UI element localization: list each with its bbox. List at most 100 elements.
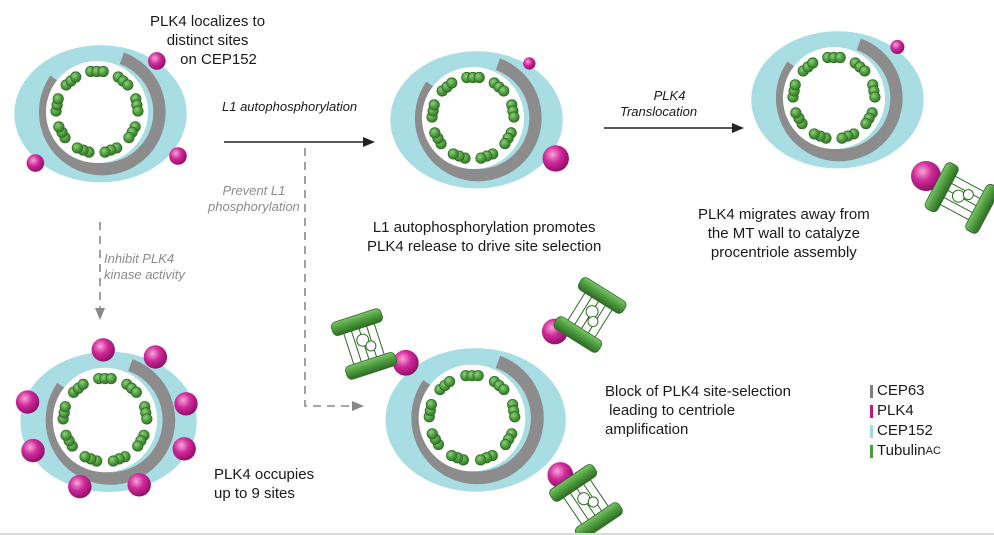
label-plk4-translocation: PLK4 Translocation (620, 88, 697, 120)
procentriole-spoke (563, 497, 583, 525)
tubulin-bead (498, 85, 510, 97)
centriole-top-right (751, 31, 994, 234)
caption-line: procentriole assembly (710, 244, 857, 261)
tubulin-bead (790, 107, 802, 119)
procentriole (549, 464, 623, 535)
tubulin-bead (425, 398, 437, 411)
tubulin-bead (132, 440, 144, 452)
tubulin-bead (509, 411, 521, 423)
legend-item-cep152: CEP152 (870, 421, 941, 441)
cartwheel-hub (951, 189, 965, 203)
label-line: Translocation (620, 104, 698, 119)
bottom-rule (0, 533, 994, 535)
label-line: kinase activity (104, 267, 185, 282)
tubulin-bead (869, 91, 881, 103)
tubulin-bead (71, 142, 83, 154)
tubulin-bead (446, 77, 458, 89)
caption-line: up to 9 sites (214, 485, 295, 502)
procentriole-spoke (943, 197, 973, 214)
cartwheel-hub (365, 340, 377, 352)
tubulin-bead (446, 450, 458, 462)
arrow-prevent-l1 (304, 148, 364, 411)
caption-line: on CEP152 (180, 51, 257, 68)
tubulin-bead (447, 148, 459, 160)
tubulin-bead (105, 372, 117, 385)
caption-line: distinct sites (166, 32, 249, 49)
caption-line: the MT wall to catalyze (707, 225, 861, 242)
label-line: phosphorylation (208, 199, 300, 214)
cartwheel-hub (577, 492, 591, 506)
cartwheel-hub (587, 496, 599, 508)
cartwheel-hub (356, 333, 370, 347)
plk4-sphere (890, 39, 905, 54)
swatch-icon (870, 384, 873, 398)
tubulin-bead (77, 378, 89, 390)
procentriole-rod (574, 502, 623, 535)
plk4-sphere (143, 345, 168, 369)
caption-right: PLK4 migrates away from the MT wall to c… (698, 205, 870, 262)
label-line: Prevent L1 (222, 183, 286, 198)
procentriole-spoke (955, 175, 984, 192)
swatch-icon (870, 424, 873, 438)
tubulin-bead (53, 121, 65, 133)
legend-item-cep63: CEP63 (870, 381, 941, 401)
plk4-sphere (172, 437, 196, 461)
tubulin-bead (860, 118, 872, 130)
plk4-sphere (148, 52, 166, 70)
plk4-sphere (911, 161, 941, 191)
legend-label: PLK4 (877, 402, 914, 419)
tubulin-bead (807, 57, 819, 69)
tubulin-bead (859, 65, 871, 77)
procentriole (553, 277, 627, 353)
tubulin-bead (122, 79, 134, 91)
tubulin-bead (52, 93, 64, 105)
caption-line: amplification (605, 421, 689, 438)
plk4-sphere (21, 438, 45, 463)
label-line: Inhibit PLK4 (104, 251, 175, 266)
procentriole-rod (330, 308, 383, 336)
centriole-top-left (14, 45, 187, 183)
procentriole-spoke (574, 296, 593, 325)
procentriole-spoke (343, 333, 355, 365)
legend-superscript: AC (925, 445, 941, 457)
tubulin-bead (70, 71, 82, 83)
tubulin-bead (508, 111, 520, 123)
procentriole-spoke (594, 309, 613, 338)
tubulin-bead (79, 451, 91, 463)
tubulin-bead (123, 132, 135, 144)
tubulin-bead (428, 99, 440, 111)
tubulin-bead (834, 51, 846, 64)
procentriole-spoke (570, 492, 589, 521)
tubulin-bead (808, 128, 820, 140)
caption-middle: L1 autophosphorylation promotes PLK4 rel… (367, 218, 601, 256)
legend-label: CEP152 (877, 422, 933, 439)
tubulin-bead (132, 105, 144, 117)
plk4-sphere (26, 154, 45, 172)
caption-bottom-left: PLK4 occupies up to 9 sites (214, 465, 314, 503)
tubulin-bead (836, 132, 848, 144)
plk4-sphere (523, 57, 536, 70)
plk4-sphere (174, 392, 198, 416)
tubulin-bead (475, 152, 487, 164)
centriole-bottom-right (330, 277, 627, 535)
procentriole-spoke (940, 204, 969, 221)
caption-line: PLK4 release to drive site selection (367, 238, 602, 255)
tubulin-bead (475, 454, 487, 466)
tubulin-bead (499, 138, 511, 150)
plk4-sphere (68, 474, 92, 499)
tubulin-bead (789, 79, 801, 91)
plk4-sphere (91, 338, 115, 362)
legend-label: CEP63 (877, 382, 925, 399)
plk4-sphere (392, 349, 419, 376)
plk4-sphere (15, 390, 40, 414)
caption-bottom-right: Block of PLK4 site-selection leading to … (605, 382, 791, 439)
caption-line: L1 autophosphorylation promotes (372, 219, 596, 236)
legend-item-plk4: PLK4 (870, 401, 941, 421)
tubulin-bead (426, 428, 438, 440)
swatch-icon (870, 404, 873, 418)
legend-label: Tubulin (877, 442, 926, 459)
tubulin-bead (472, 370, 484, 382)
